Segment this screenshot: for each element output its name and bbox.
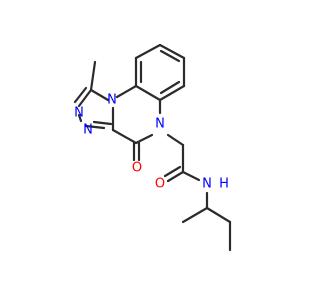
bond bbox=[73, 86, 88, 104]
bond bbox=[181, 170, 201, 182]
bond bbox=[115, 84, 138, 99]
bond bbox=[158, 84, 186, 102]
bond bbox=[159, 49, 181, 63]
bond bbox=[166, 133, 185, 147]
bond bbox=[158, 43, 186, 60]
bond bbox=[134, 43, 162, 60]
bond bbox=[134, 84, 162, 102]
molecule-structure-canvas: N N N N O O N H bbox=[73, 43, 232, 252]
atom-n1: N bbox=[107, 93, 117, 108]
bond bbox=[134, 133, 154, 145]
atom-n-triazole-left: N bbox=[74, 106, 84, 121]
atom-o-amide: O bbox=[155, 177, 165, 192]
atom-n5: N bbox=[155, 117, 165, 132]
atom-n-triazole-bottom: N bbox=[83, 123, 93, 138]
atom-n-amide: N bbox=[202, 177, 212, 192]
bond bbox=[84, 124, 106, 130]
bond bbox=[111, 128, 138, 145]
bond bbox=[166, 170, 185, 183]
atom-o-ring: O bbox=[132, 161, 142, 176]
molecule-structure: N N N N O O N H bbox=[73, 43, 232, 252]
bonds bbox=[73, 43, 232, 252]
bond bbox=[89, 60, 97, 92]
atom-labels: N N N N O O N H bbox=[74, 93, 229, 192]
bond bbox=[163, 165, 182, 178]
bond bbox=[77, 88, 93, 108]
bond bbox=[181, 206, 209, 224]
atom-h-amide: H bbox=[219, 177, 229, 192]
bond bbox=[159, 80, 181, 95]
bond bbox=[92, 120, 113, 126]
bond bbox=[205, 206, 232, 224]
bond bbox=[77, 113, 83, 123]
bond bbox=[89, 88, 110, 102]
